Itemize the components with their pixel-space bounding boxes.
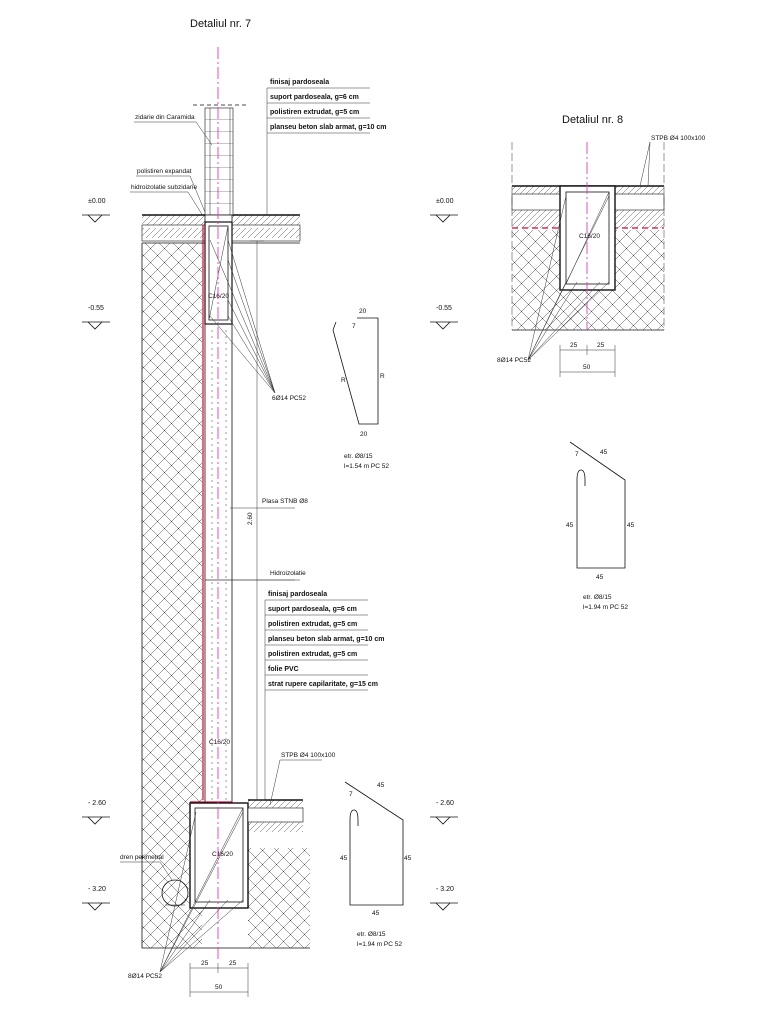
- svg-text:suport pardoseala, g=6 cm: suport pardoseala, g=6 cm: [268, 606, 357, 613]
- svg-text:7: 7: [575, 451, 579, 458]
- svg-text:25: 25: [597, 342, 605, 349]
- svg-text:25: 25: [570, 342, 578, 349]
- level-marker: - 2.60: [430, 800, 458, 825]
- detail7-bottom-slab: [247, 799, 304, 832]
- svg-text:STPB Ø4 100x100: STPB Ø4 100x100: [281, 752, 336, 759]
- svg-text:45: 45: [377, 782, 385, 789]
- svg-text:45: 45: [566, 522, 574, 529]
- svg-text:25: 25: [229, 960, 237, 967]
- level-marker: -0.55: [82, 305, 110, 330]
- svg-text:7: 7: [349, 791, 353, 798]
- detail7-brick-wall: [193, 104, 248, 216]
- svg-text:dren perimetral: dren perimetral: [120, 854, 164, 861]
- svg-text:Plasa STNB Ø8: Plasa STNB Ø8: [262, 498, 308, 505]
- svg-text:l=1.94 m PC 52: l=1.94 m PC 52: [583, 604, 628, 611]
- svg-text:- 2.60: - 2.60: [436, 800, 454, 807]
- svg-text:planseu beton slab armat, g=10: planseu beton slab armat, g=10 cm: [268, 636, 385, 643]
- svg-text:2.60: 2.60: [247, 512, 254, 525]
- detail7-levels-left: ±0.00 -0.55 - 2.60 - 3.20: [82, 198, 110, 911]
- detail8-bottom-dims: 25 25 50: [559, 342, 616, 377]
- svg-text:folie PVC: folie PVC: [268, 666, 299, 673]
- svg-text:R: R: [380, 373, 385, 380]
- svg-text:polistiren expandat: polistiren expandat: [137, 168, 192, 175]
- svg-text:etr. Ø8/15: etr. Ø8/15: [344, 453, 373, 460]
- svg-text:l=1.54 m PC 52: l=1.54 m PC 52: [344, 463, 389, 470]
- svg-text:±0.00: ±0.00: [88, 198, 106, 205]
- detail7-bottom-layer-table: finisaj pardoseala suport pardoseala, g=…: [264, 591, 385, 800]
- svg-text:45: 45: [404, 855, 412, 862]
- svg-text:45: 45: [340, 855, 348, 862]
- svg-text:±0.00: ±0.00: [436, 198, 454, 205]
- stirrup-2: 7 45 45 45 45 etr. Ø8/15 l=1.94 m PC 52: [566, 441, 635, 611]
- svg-text:planseu beton slab armat, g=10: planseu beton slab armat, g=10 cm: [270, 124, 387, 131]
- svg-text:etr. Ø8/15: etr. Ø8/15: [357, 931, 386, 938]
- detail7-top-layer-table: finisaj pardoseala suport pardoseala, g=…: [266, 79, 387, 215]
- detail7-soil: [141, 243, 310, 949]
- svg-text:45: 45: [372, 910, 380, 917]
- svg-text:finisaj pardoseala: finisaj pardoseala: [268, 591, 327, 598]
- detail7-top-beam: C16/20: [204, 221, 233, 325]
- svg-text:strat rupere capilaritate, g=1: strat rupere capilaritate, g=15 cm: [268, 681, 378, 688]
- svg-text:zidarie din Caramida: zidarie din Caramida: [135, 114, 195, 121]
- level-marker: - 3.20: [430, 886, 458, 911]
- detail7-hydro-line: [190, 225, 232, 803]
- svg-text:polistiren extrudat, g=5 cm: polistiren extrudat, g=5 cm: [268, 621, 357, 628]
- svg-text:STPB Ø4 100x100: STPB Ø4 100x100: [651, 135, 706, 142]
- svg-text:-0.55: -0.55: [88, 305, 104, 312]
- svg-text:hidroizolatie subzidarie: hidroizolatie subzidarie: [131, 184, 198, 191]
- svg-text:45: 45: [596, 574, 604, 581]
- svg-text:8Ø14 PC52: 8Ø14 PC52: [497, 357, 531, 364]
- svg-text:25: 25: [201, 960, 209, 967]
- detail7-title: Detaliul nr. 7: [190, 18, 251, 30]
- svg-text:- 3.20: - 3.20: [88, 886, 106, 893]
- svg-text:polistiren extrudat, g=5 cm: polistiren extrudat, g=5 cm: [268, 651, 357, 658]
- level-marker: - 3.20: [82, 886, 110, 911]
- svg-text:etr. Ø8/15: etr. Ø8/15: [583, 594, 612, 601]
- stirrup-3: 7 45 45 45 45 etr. Ø8/15 l=1.94 m PC 52: [340, 781, 412, 948]
- svg-text:suport pardoseala, g=6 cm: suport pardoseala, g=6 cm: [270, 94, 359, 101]
- level-marker: ±0.00: [82, 198, 110, 223]
- svg-text:-0.55: -0.55: [436, 305, 452, 312]
- detail8-levels: ±0.00 -0.55 - 2.60 - 3.20: [430, 198, 458, 911]
- svg-text:finisaj pardoseala: finisaj pardoseala: [270, 79, 329, 86]
- stirrup-1: 20 7 R R 20 etr. Ø8/15 l=1.54 m PC 52: [332, 308, 389, 470]
- svg-text:6Ø14 PC52: 6Ø14 PC52: [272, 395, 306, 402]
- svg-text:8Ø14 PC52: 8Ø14 PC52: [128, 973, 162, 980]
- detail7-beam-top-label: C16/20: [208, 293, 229, 300]
- detail7-bottom-dims: 25 25 50: [189, 960, 249, 997]
- svg-text:50: 50: [215, 984, 223, 991]
- detail8-section: C16/20 STPB Ø4 100x100 8Ø14 PC52: [497, 135, 706, 364]
- level-marker: -0.55: [430, 305, 458, 330]
- detail7-beam-mid-label: C16/20: [209, 739, 230, 746]
- svg-text:45: 45: [627, 522, 635, 529]
- svg-text:7: 7: [352, 323, 356, 330]
- detail8-title: Detaliul nr. 8: [562, 114, 623, 126]
- svg-text:45: 45: [600, 449, 608, 456]
- svg-text:50: 50: [583, 364, 591, 371]
- level-marker: ±0.00: [430, 198, 458, 223]
- svg-text:- 3.20: - 3.20: [436, 886, 454, 893]
- svg-text:l=1.94 m PC 52: l=1.94 m PC 52: [357, 941, 402, 948]
- svg-text:- 2.60: - 2.60: [88, 800, 106, 807]
- detail7-leaders: zidarie din Caramida polistiren expandat…: [120, 114, 336, 980]
- detail7-beam-bottom-label: C16/20: [212, 851, 233, 858]
- svg-text:20: 20: [359, 308, 367, 315]
- svg-text:R: R: [341, 377, 346, 384]
- detail8-beam-label: C16/20: [579, 233, 600, 240]
- svg-text:20: 20: [360, 431, 368, 438]
- svg-text:Hidroizolatie: Hidroizolatie: [270, 570, 306, 577]
- svg-text:polistiren extrudat, g=5 cm: polistiren extrudat, g=5 cm: [270, 109, 359, 116]
- level-marker: - 2.60: [82, 800, 110, 825]
